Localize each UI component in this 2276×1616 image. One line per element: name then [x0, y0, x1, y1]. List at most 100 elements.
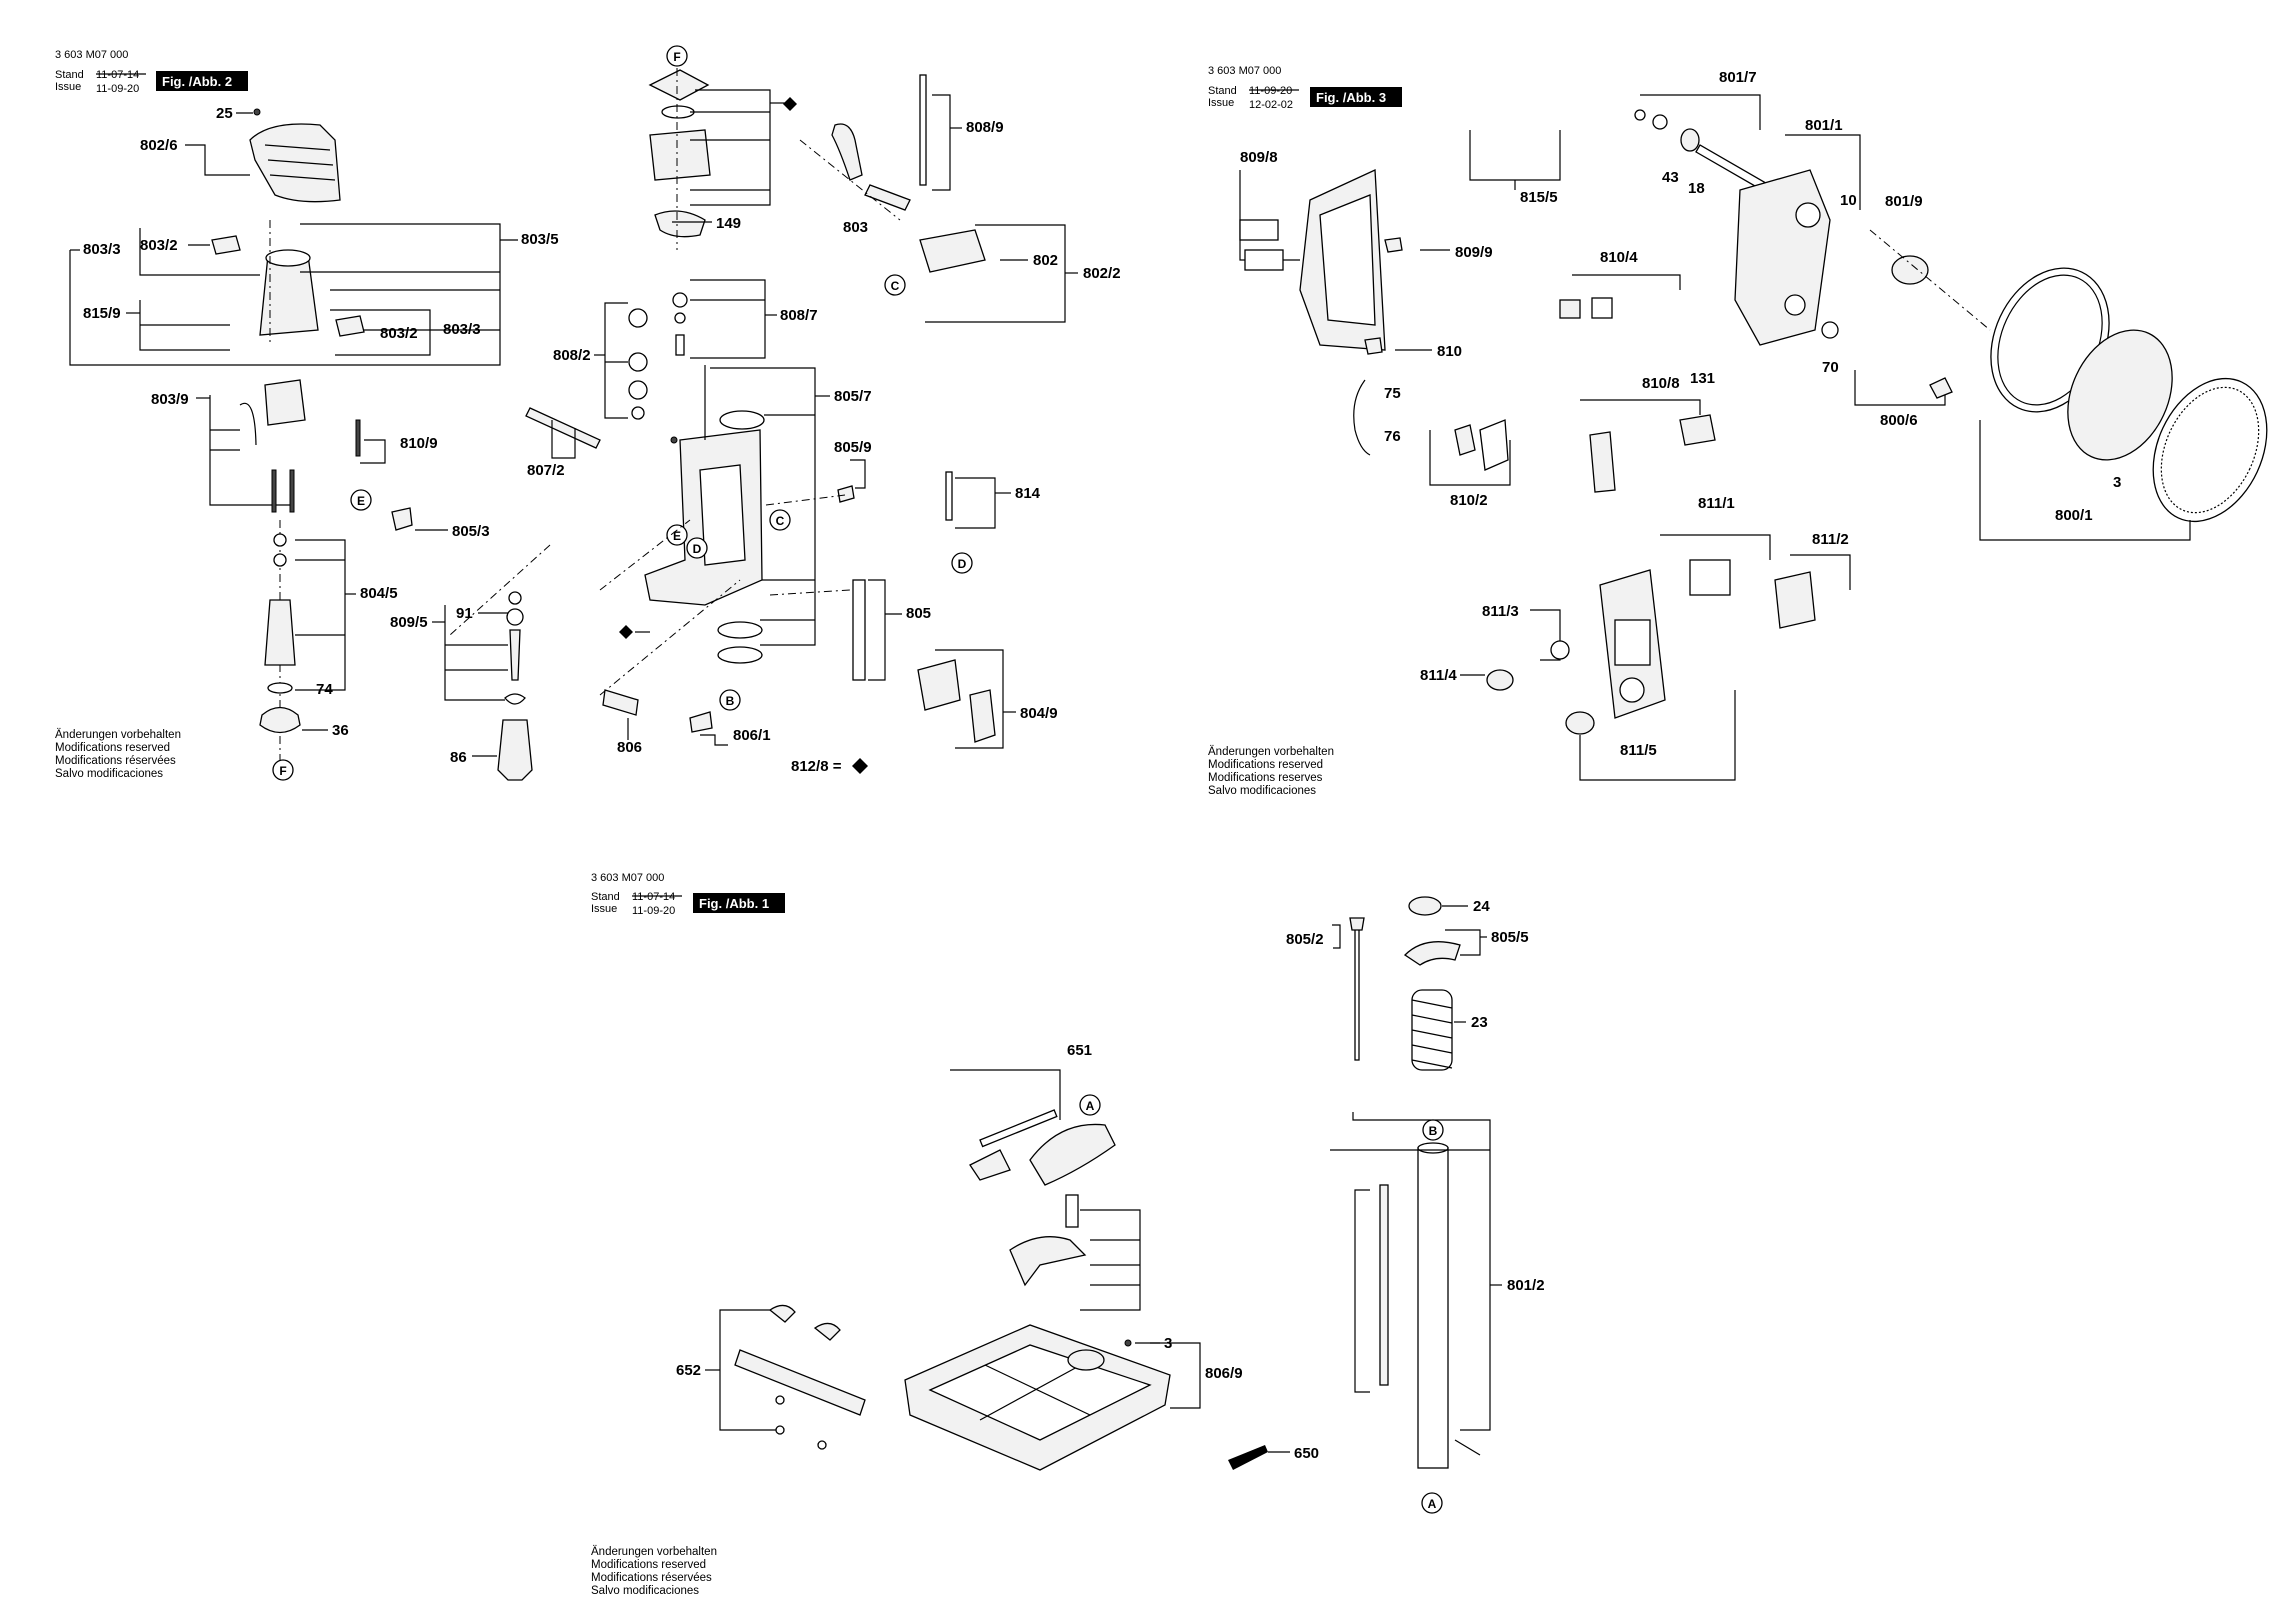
callout-a-top: [1079, 1094, 1101, 1116]
label-815-9: 815/9: [83, 305, 121, 322]
label-801-9: 801/9: [1885, 193, 1923, 210]
label-651: 651: [1067, 1042, 1092, 1059]
switch-part: [1559, 299, 1581, 319]
label-74: 74: [316, 681, 333, 698]
note-line-4: Salvo modificaciones: [591, 1585, 699, 1597]
display-part: [1689, 559, 1731, 596]
spindle-part: [509, 629, 521, 681]
callout-e: [350, 489, 372, 511]
field-coil-part: [264, 379, 306, 426]
diamond-marker: [783, 97, 797, 111]
label-803-2a: 803/2: [140, 237, 178, 254]
callout-d-right-label: D: [958, 557, 967, 571]
label-800-1: 800/1: [2055, 507, 2093, 524]
screw-part: [253, 108, 261, 116]
label-652: 652: [676, 1362, 701, 1379]
doc-number: 3 603 M07 000: [591, 872, 664, 884]
motor-housing-part: [259, 254, 319, 336]
note-line-3: Modifications réservées: [55, 755, 176, 767]
stand-date: 11-07-14: [632, 891, 675, 903]
note-line-1: Änderungen vorbehalten: [1208, 746, 1334, 758]
label-75: 75: [1384, 385, 1401, 402]
fig-badge: [693, 893, 785, 913]
fork-part: [1009, 1236, 1087, 1287]
note-line-2: Modifications reserved: [55, 742, 170, 754]
note-line-2: Modifications reserved: [1208, 759, 1323, 771]
callout-f-bottom-label: F: [279, 764, 286, 778]
column-shaft-part: [919, 74, 927, 186]
callout-f-bottom: [272, 759, 294, 781]
dome-guard-part: [2067, 329, 2173, 461]
label-802-2: 802/2: [1083, 265, 1121, 282]
callout-a-bottom: [1421, 1492, 1443, 1514]
label-10: 10: [1840, 192, 1857, 209]
label-803-3a: 803/3: [83, 241, 121, 258]
label-86: 86: [450, 749, 467, 766]
note-line-2: Modifications reserved: [591, 1559, 706, 1571]
callout-c-mid: [769, 509, 791, 531]
label-801-7: 801/7: [1719, 69, 1757, 86]
callout-a-bottom-label: A: [1428, 1497, 1437, 1511]
label-801-2: 801/2: [1507, 1277, 1545, 1294]
label-809-8: 809/8: [1240, 149, 1278, 166]
issue-date: 11-09-20: [96, 83, 139, 95]
callout-e-mid: [666, 524, 688, 546]
label-806-1: 806/1: [733, 727, 771, 744]
callout-c-top-label: C: [891, 279, 900, 293]
fig-badge-label: Fig. /Abb. 1: [699, 896, 769, 911]
label-23: 23: [1471, 1014, 1488, 1031]
callout-e-label: E: [357, 494, 365, 508]
bracket-805-5-part: [1403, 941, 1461, 966]
cover-ribs: [264, 144, 336, 181]
callout-d-right: [951, 552, 973, 574]
fig-badge: [156, 71, 248, 91]
label-803-9: 803/9: [151, 391, 189, 408]
rail-805-part: [852, 579, 866, 681]
label-811-2: 811/2: [1812, 531, 1849, 548]
callout-c-top: [884, 274, 906, 296]
label-811-3: 811/3: [1482, 603, 1519, 620]
callout-b-column-label: B: [1429, 1124, 1438, 1138]
doc-number: 3 603 M07 000: [1208, 65, 1281, 77]
label-43: 43: [1662, 169, 1679, 186]
label-18: 18: [1688, 180, 1705, 197]
callout-f-top: [666, 45, 688, 67]
label-811-4: 811/4: [1420, 667, 1457, 684]
callout-e-mid-label: E: [673, 529, 681, 543]
label-801-1: 801/1: [1805, 117, 1843, 134]
spring-23-part: [1411, 989, 1453, 1071]
label-808-7: 808/7: [780, 307, 818, 324]
spring-part: [1065, 1194, 1079, 1228]
handle-part: [1029, 1123, 1116, 1186]
issue-label: Issue: [55, 81, 81, 93]
note-line-3: Modifications reserves: [1208, 772, 1323, 784]
callout-b-fig2-label: B: [726, 694, 735, 708]
bushing-part: [969, 1149, 1011, 1181]
cable-part: [1353, 379, 1371, 456]
stand-date: 11-09-20: [1249, 85, 1292, 97]
label-810-8: 810/8: [1642, 375, 1680, 392]
label-808-2: 808/2: [553, 347, 591, 364]
callout-c-mid-label: C: [776, 514, 785, 528]
gear-housing-part: [649, 129, 711, 181]
label-805-2: 805/2: [1286, 931, 1324, 948]
label-3-fig3: 3: [2113, 474, 2121, 491]
label-24: 24: [1473, 898, 1490, 915]
callout-b-fig2: [719, 689, 741, 711]
label-803: 803: [843, 219, 868, 236]
label-804-5: 804/5: [360, 585, 398, 602]
brush-holder-part: [211, 235, 241, 255]
label-802-6: 802/6: [140, 137, 178, 154]
label-802: 802: [1033, 252, 1058, 269]
label-805-9: 805/9: [834, 439, 872, 456]
pin-part-807-2: [525, 407, 601, 449]
stand-date: 11-07-14: [96, 69, 139, 81]
stand-label: Stand: [1208, 85, 1237, 97]
label-805-7: 805/7: [834, 388, 872, 405]
switch-module-part: [1589, 431, 1616, 493]
column-mount-part: [1067, 1349, 1105, 1371]
column-tube-part: [1417, 1147, 1449, 1469]
diamond-marker-mid: [619, 625, 633, 639]
label-70: 70: [1822, 359, 1839, 376]
